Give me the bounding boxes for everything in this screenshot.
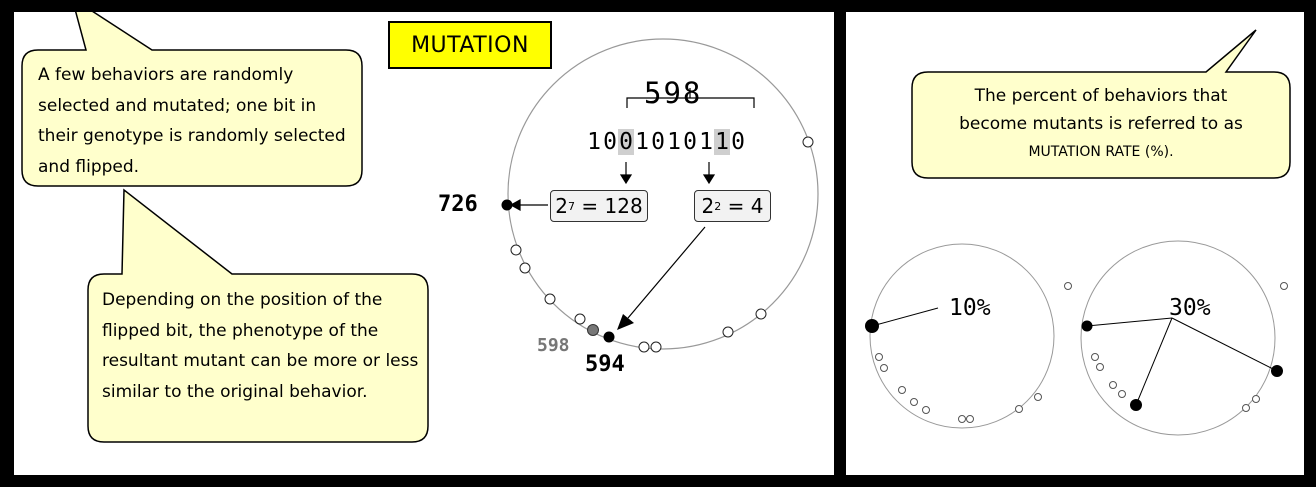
speech-bubble-top <box>21 12 363 187</box>
pointer-line <box>871 307 939 327</box>
bit-arrows <box>509 162 716 319</box>
filled-dot-icon <box>865 319 879 333</box>
mutation-diagram <box>21 12 819 443</box>
behavior-circle <box>507 38 819 350</box>
genotype-bit: 1 <box>699 129 713 155</box>
hollow-dot-icon <box>1242 404 1250 412</box>
hollow-dot-icon <box>875 353 883 361</box>
genotype-bit: 0 <box>651 129 665 155</box>
hollow-dot-icon <box>1064 282 1072 290</box>
hollow-dot-icon <box>1096 363 1104 371</box>
number-598-top: 598 <box>644 76 703 110</box>
label-726: 726 <box>438 192 478 217</box>
genotype-bit: 1 <box>587 129 601 155</box>
hollow-dot-icon <box>880 364 888 372</box>
hollow-dot-icon <box>1280 282 1288 290</box>
hollow-dot-icon <box>722 326 734 338</box>
filled-dot-icon <box>1271 365 1283 377</box>
hollow-dot-icon <box>922 406 930 414</box>
hollow-dot-icon <box>1015 405 1023 413</box>
speech-bubble-right <box>911 29 1291 179</box>
genotype-bit: 1 <box>667 129 681 155</box>
circle-10-percent <box>869 243 1055 429</box>
mutation-rate-panel: The percent of behaviors that become mut… <box>846 12 1304 475</box>
genotype-bit-flipped: 0 <box>618 129 634 155</box>
pointer-lines <box>1086 317 1278 406</box>
mutation-panel: MUTATION A few behaviors are randomly se… <box>14 12 834 475</box>
label-598-original: 598 <box>537 335 570 356</box>
label-10-percent: 10% <box>949 295 991 321</box>
label-594-mutant: 594 <box>585 352 625 377</box>
hollow-dot-icon <box>638 341 650 353</box>
genotype-bracket <box>626 88 755 108</box>
hollow-dot-icon <box>966 415 974 423</box>
hollow-dot-icon <box>510 244 522 256</box>
filled-dot-icon <box>1081 320 1093 332</box>
bubble-top-text: A few behaviors are randomly selected an… <box>38 65 346 177</box>
circle-30-percent <box>1080 240 1276 436</box>
hollow-dot-icon <box>802 136 814 148</box>
population-dots <box>510 136 814 353</box>
hollow-dot-icon <box>1252 395 1260 403</box>
genotype-bit: 0 <box>603 129 617 155</box>
filled-dot-icon <box>501 199 513 211</box>
hollow-dot-icon <box>958 415 966 423</box>
genotype-bit: 0 <box>683 129 697 155</box>
hollow-dot-icon <box>1118 390 1126 398</box>
hollow-dot-icon <box>755 308 767 320</box>
hollow-dot-icon <box>544 293 556 305</box>
genotype-bit-flipped: 1 <box>714 129 730 155</box>
hollow-dot-icon <box>1034 393 1042 401</box>
hollow-dot-icon <box>910 398 918 406</box>
speech-bubble-bottom <box>87 188 429 443</box>
page-title: MUTATION <box>388 21 552 69</box>
arrow-icon <box>617 314 634 330</box>
bubble-right-text: The percent of behaviors that become mut… <box>959 86 1243 160</box>
filled-dot-icon <box>603 331 615 343</box>
hollow-dot-icon <box>519 262 531 274</box>
genotype-bit: 1 <box>635 129 649 155</box>
hollow-dot-icon <box>574 313 586 325</box>
mutation-rate-diagram <box>865 29 1291 436</box>
label-30-percent: 30% <box>1169 295 1211 321</box>
genotype-bit: 0 <box>731 129 745 155</box>
bubble-bottom-text: Depending on the position of the flipped… <box>102 290 419 402</box>
hollow-dot-icon <box>898 386 906 394</box>
hollow-dot-icon <box>650 341 662 353</box>
hollow-dot-icon <box>1109 381 1117 389</box>
filled-dot-icon <box>1130 399 1142 411</box>
hollow-dot-icon <box>1091 353 1099 361</box>
original-dot <box>587 324 599 336</box>
